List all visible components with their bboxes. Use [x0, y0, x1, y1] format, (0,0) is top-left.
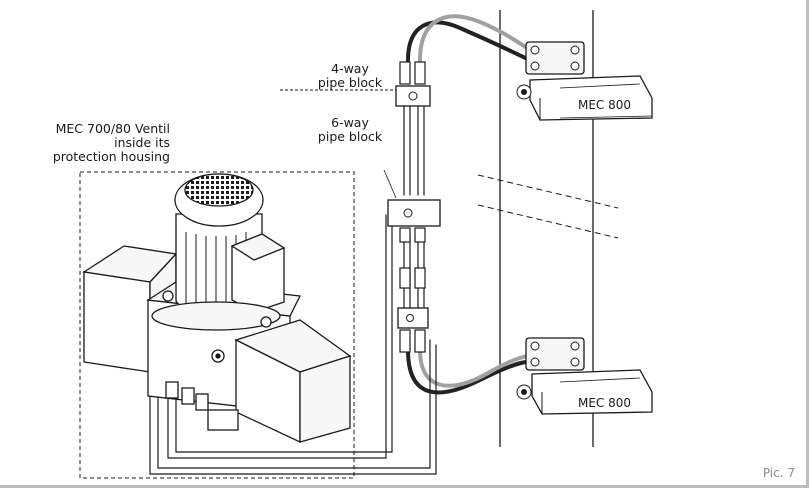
valve-housing-label-line2: inside its: [114, 135, 170, 150]
valve-housing-label-line1: MEC 700/80 Ventil: [55, 121, 170, 136]
four-way-block-label-line1: 4-way: [331, 61, 369, 76]
pipe-fittings: [399, 61, 426, 353]
figure-caption: Pic. 7: [762, 466, 795, 480]
valve-housing-label-line3: protection housing: [52, 149, 170, 164]
actuator-bottom-label: MEC 800: [578, 396, 631, 410]
valve-housing-label: MEC 700/80 Ventil inside its protection …: [40, 122, 170, 164]
protection-housing-outline: [79, 171, 355, 479]
actuator-top-label: MEC 800: [578, 98, 631, 112]
six-way-block-label: 6-way pipe block: [310, 116, 390, 144]
actuator-top: MEC 800: [516, 41, 653, 121]
four-way-block-label: 4-way pipe block: [310, 62, 390, 90]
six-way-pipe-block: [383, 169, 441, 243]
actuator-bottom: MEC 800: [516, 337, 653, 415]
six-way-block-label-line2: pipe block: [317, 129, 383, 144]
frame-bottom-edge: [0, 485, 809, 488]
six-way-block-label-line1: 6-way: [331, 115, 369, 130]
four-way-block-label-line2: pipe block: [317, 75, 383, 90]
frame-right-edge: [806, 0, 809, 488]
electric-motor: [151, 173, 286, 331]
lower-pipe-block: [397, 307, 429, 329]
four-way-pipe-block: [395, 85, 431, 107]
